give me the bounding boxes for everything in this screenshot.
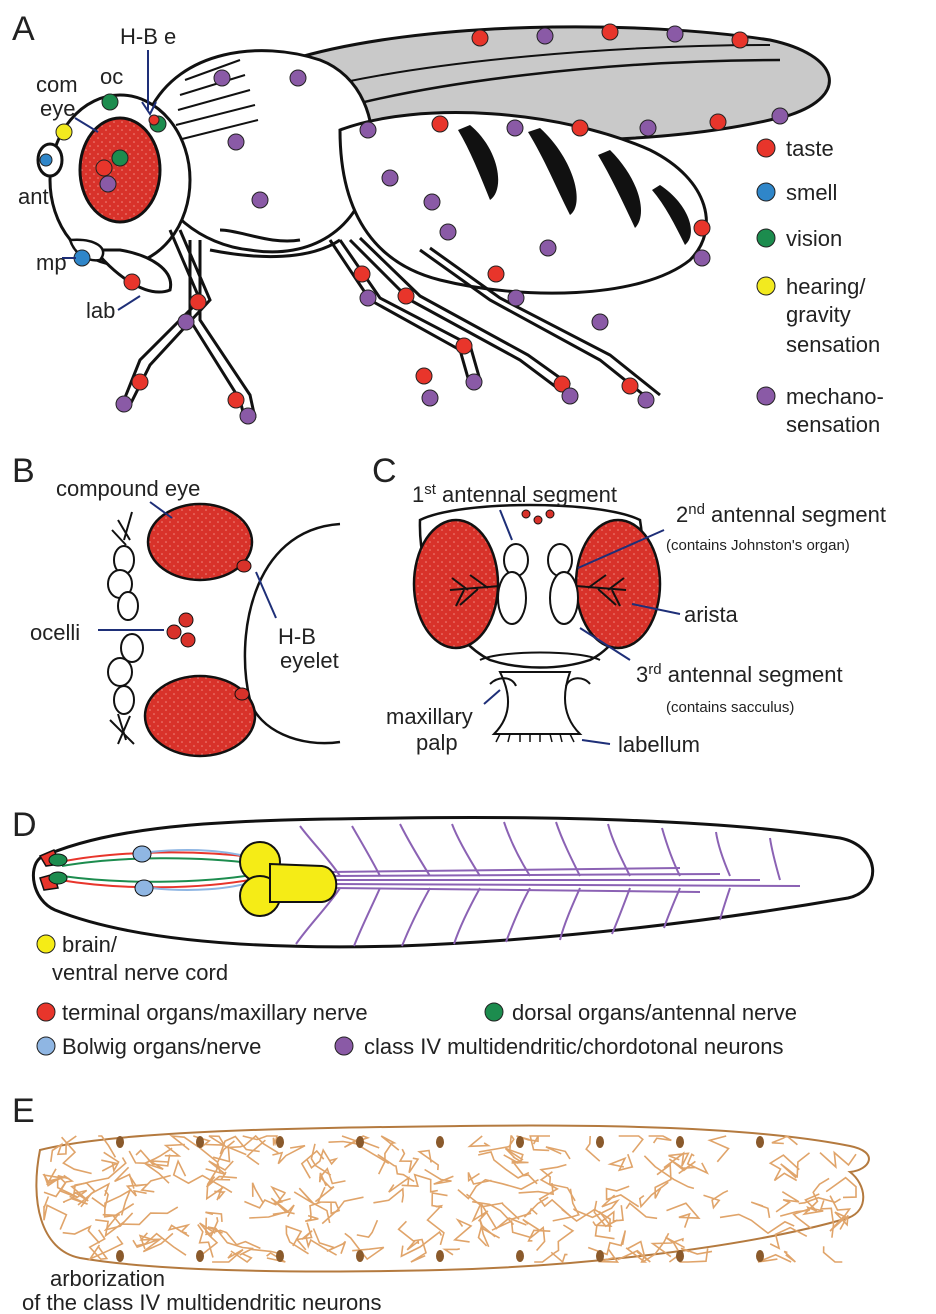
neuron-soma bbox=[116, 1136, 124, 1148]
ocellus-2 bbox=[167, 625, 181, 639]
neuron-soma bbox=[516, 1250, 524, 1262]
label-ocelli: ocelli bbox=[30, 620, 80, 645]
panel-e: E arborization of the class IV multidend… bbox=[12, 1092, 869, 1314]
legend-hearing-dot bbox=[757, 277, 775, 295]
legend-vision-dot bbox=[757, 229, 775, 247]
neuron-soma bbox=[196, 1136, 204, 1148]
legend-smell-dot bbox=[757, 183, 775, 201]
labellum-bristles bbox=[496, 734, 574, 742]
panel-d: D bbox=[12, 806, 873, 1059]
legend-mechano-dot bbox=[757, 387, 775, 405]
dorsal-organ-bottom bbox=[49, 872, 67, 884]
legend-mechano-1: mechano- bbox=[786, 384, 884, 409]
dorsal-organ-top bbox=[49, 854, 67, 866]
labellum-c bbox=[494, 672, 580, 734]
compound-eye-c-left bbox=[414, 520, 498, 648]
legend-hearing-1: hearing/ bbox=[786, 274, 866, 299]
neuron-soma bbox=[276, 1250, 284, 1262]
panel-d-legend: brain/ ventral nerve cord terminal organ… bbox=[37, 932, 797, 1059]
label-hbe: H-B e bbox=[120, 24, 176, 49]
legend-bolwig: Bolwig organs/nerve bbox=[62, 1034, 261, 1059]
label-lab: lab bbox=[86, 298, 115, 323]
neuron-soma bbox=[676, 1250, 684, 1262]
antenna-b bbox=[108, 512, 143, 744]
legend-class4: class IV multidendritic/chordotonal neur… bbox=[364, 1034, 783, 1059]
label-mp: mp bbox=[36, 250, 67, 275]
legend-taste: taste bbox=[786, 136, 834, 161]
neuron-soma bbox=[516, 1136, 524, 1148]
ocellus-1 bbox=[179, 613, 193, 627]
neuron-soma bbox=[596, 1250, 604, 1262]
legend-mechano-2: sensation bbox=[786, 412, 880, 437]
compound-eye-a bbox=[80, 118, 160, 222]
neuron-soma bbox=[756, 1136, 764, 1148]
legend-dorsal-dot bbox=[485, 1003, 503, 1021]
label-seg2: 2nd antennal segment bbox=[676, 501, 886, 527]
caption-e-2: of the class IV multidendritic neurons bbox=[22, 1290, 382, 1314]
legend-brain-1: brain/ bbox=[62, 932, 118, 957]
fly-abdomen bbox=[340, 113, 706, 294]
caption-e-1: arborization bbox=[50, 1266, 165, 1291]
legend-smell: smell bbox=[786, 180, 837, 205]
neuron-soma bbox=[436, 1250, 444, 1262]
panel-a-legend: taste smell vision hearing/ gravity sens… bbox=[757, 136, 884, 437]
ocellus-3 bbox=[181, 633, 195, 647]
label-eyelet: eyelet bbox=[280, 648, 339, 673]
panel-b-letter: B bbox=[12, 452, 35, 490]
compound-eye-b-top bbox=[148, 504, 252, 580]
label-seg3-note: (contains sacculus) bbox=[666, 699, 794, 716]
neuron-soma bbox=[436, 1136, 444, 1148]
compound-eye-c-right bbox=[576, 520, 660, 648]
label-eye: eye bbox=[40, 96, 75, 121]
legend-hearing-3: sensation bbox=[786, 332, 880, 357]
label-com: com bbox=[36, 72, 78, 97]
hb-eyelet-bottom bbox=[235, 688, 249, 700]
legend-terminal-dot bbox=[37, 1003, 55, 1021]
ventral-nerve-cord bbox=[270, 864, 336, 902]
neuron-soma bbox=[676, 1136, 684, 1148]
label-arista: arista bbox=[684, 602, 739, 627]
label-ant: ant bbox=[18, 184, 49, 209]
legend-class4-dot bbox=[335, 1037, 353, 1055]
legend-bolwig-dot bbox=[37, 1037, 55, 1055]
legend-terminal: terminal organs/maxillary nerve bbox=[62, 1000, 368, 1025]
panel-e-letter: E bbox=[12, 1092, 35, 1130]
bolwig-organ-bottom bbox=[135, 880, 153, 896]
legend-hearing-2: gravity bbox=[786, 302, 851, 327]
label-palp: palp bbox=[416, 730, 458, 755]
label-oc: oc bbox=[100, 64, 123, 89]
panel-c: C 1st antennal segment 2nd antennal segm… bbox=[372, 452, 886, 757]
neuron-soma bbox=[356, 1250, 364, 1262]
neuron-soma bbox=[596, 1136, 604, 1148]
neuron-soma bbox=[756, 1250, 764, 1262]
legend-vision: vision bbox=[786, 226, 842, 251]
label-seg1: 1st antennal segment bbox=[412, 481, 617, 507]
neuron-soma bbox=[276, 1136, 284, 1148]
label-seg3: 3rd antennal segment bbox=[636, 661, 843, 687]
hb-eyelet-top bbox=[237, 560, 251, 572]
panel-a: A bbox=[12, 10, 884, 437]
label-labellum: labellum bbox=[618, 732, 700, 757]
panel-c-letter: C bbox=[372, 452, 397, 490]
panel-b: B compound eye ocelli H-B eyelet bbox=[12, 452, 340, 756]
bolwig-organ-top bbox=[133, 846, 151, 862]
label-hb: H-B bbox=[278, 624, 316, 649]
label-compound-eye: compound eye bbox=[56, 476, 200, 501]
legend-brain-2: ventral nerve cord bbox=[52, 960, 228, 985]
panel-d-letter: D bbox=[12, 806, 37, 844]
neuron-soma bbox=[356, 1136, 364, 1148]
legend-dorsal: dorsal organs/antennal nerve bbox=[512, 1000, 797, 1025]
compound-eye-b-bottom bbox=[145, 676, 255, 756]
neuron-soma bbox=[196, 1250, 204, 1262]
neuron-soma bbox=[116, 1250, 124, 1262]
label-maxillary: maxillary bbox=[386, 704, 473, 729]
legend-taste-dot bbox=[757, 139, 775, 157]
label-seg2-note: (contains Johnston's organ) bbox=[666, 537, 850, 554]
panel-a-letter: A bbox=[12, 10, 35, 48]
dendrite-branch bbox=[824, 1246, 843, 1262]
legend-brain-dot bbox=[37, 935, 55, 953]
